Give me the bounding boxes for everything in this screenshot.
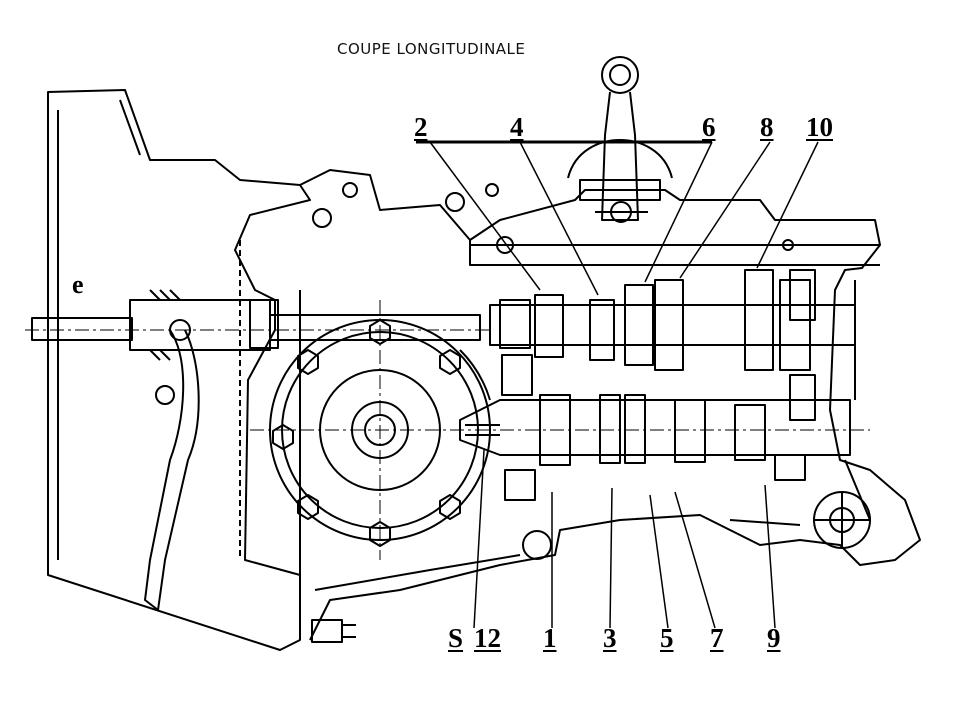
label-3: 3: [603, 623, 617, 653]
label-2: 2: [414, 112, 428, 142]
output-shaft: [459, 394, 851, 466]
label-5: 5: [660, 623, 674, 653]
label-4: 4: [510, 112, 524, 142]
label-10: 10: [806, 112, 833, 142]
gear-lever: [567, 56, 673, 223]
label-7: 7: [710, 623, 724, 653]
reverse-idler: [813, 491, 871, 549]
diagram-title: COUPE LONGITUDINALE: [337, 40, 526, 58]
bell-housing: [47, 89, 311, 651]
label-1: 1: [543, 623, 557, 653]
label-9: 9: [767, 623, 781, 653]
callout-leaders: [416, 140, 819, 629]
clutch-fork: [144, 319, 200, 611]
label-12: 12: [474, 623, 501, 653]
label-e: e: [72, 270, 84, 299]
bearings: [499, 269, 816, 501]
drain-plug: [311, 619, 356, 643]
label-S: S: [448, 623, 464, 653]
label-6: 6: [702, 112, 716, 142]
label-8: 8: [760, 112, 774, 142]
primary-shaft: [489, 269, 856, 371]
casing-fasteners: [312, 182, 794, 560]
centerlines: [25, 300, 870, 560]
